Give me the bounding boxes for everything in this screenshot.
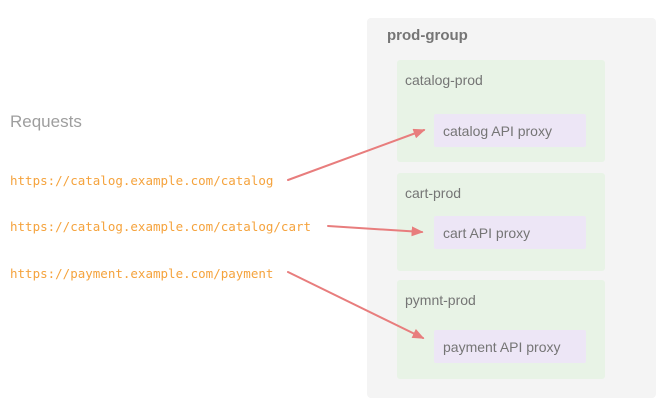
catalog-api-proxy-box: catalog API proxy <box>434 114 586 147</box>
prod-group-title: prod-group <box>387 27 468 44</box>
requests-title: Requests <box>10 112 82 131</box>
cart-api-proxy-box: cart API proxy <box>434 216 586 249</box>
prod-group-box: prod-group catalog-prod catalog API prox… <box>367 18 656 398</box>
environment-cart-prod: cart-prod cart API proxy <box>397 173 605 271</box>
environment-name-label: catalog-prod <box>405 72 483 88</box>
environment-catalog-prod: catalog-prod catalog API proxy <box>397 60 605 162</box>
request-url-catalog-cart: https://catalog.example.com/catalog/cart <box>10 219 312 234</box>
request-url-catalog: https://catalog.example.com/catalog <box>10 173 274 188</box>
request-url-payment: https://payment.example.com/payment <box>10 266 274 281</box>
environment-name-label: pymnt-prod <box>405 292 476 308</box>
environment-pymnt-prod: pymnt-prod payment API proxy <box>397 280 605 379</box>
payment-api-proxy-box: payment API proxy <box>434 330 586 363</box>
environment-name-label: cart-prod <box>405 185 462 201</box>
